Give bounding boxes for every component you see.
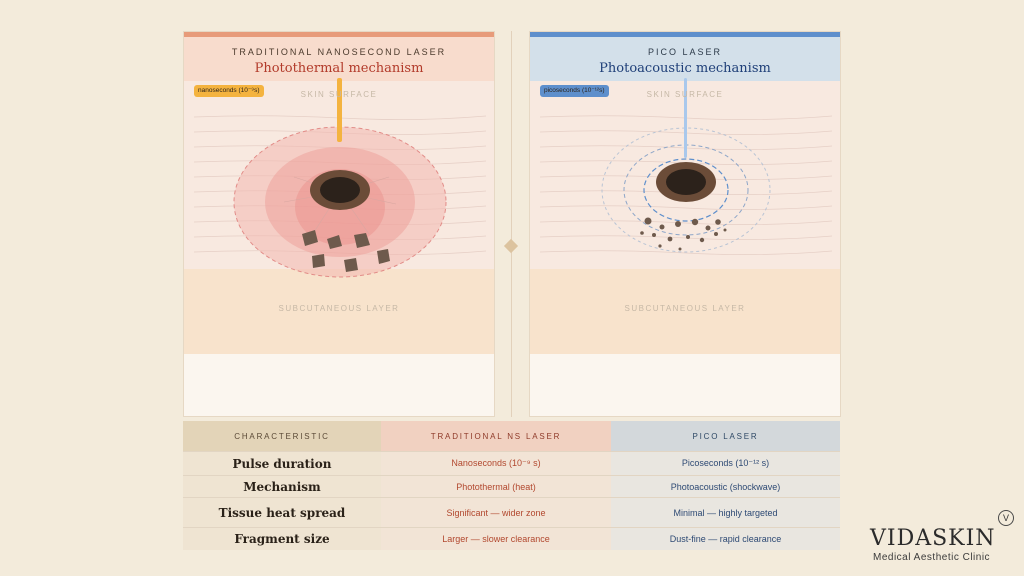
pico-cell: Picoseconds (10⁻¹² s) (611, 451, 840, 476)
panel-header: TRADITIONAL NANOSECOND LASER Phototherma… (184, 37, 494, 81)
subcutaneous-layer (530, 269, 840, 354)
photoacoustic-diagram (539, 78, 833, 255)
skin-surface-label: SKIN SURFACE (646, 90, 724, 99)
skin-surface-label: SKIN SURFACE (300, 90, 378, 99)
divider-diamond-icon (503, 238, 519, 254)
ns-cell: Significant — wider zone (381, 497, 611, 528)
ns-cell: Nanoseconds (10⁻⁹ s) (381, 451, 611, 476)
row-label: Tissue heat spread (183, 497, 381, 528)
subcutaneous-label: SUBCUTANEOUS LAYER (278, 304, 400, 313)
panel-title: Photothermal mechanism (254, 61, 424, 76)
ns-cell: Photothermal (heat) (381, 475, 611, 498)
panel-kicker: PICO LASER (647, 47, 723, 57)
pico-cell: Minimal — highly targeted (611, 497, 840, 528)
panel-header: PICO LASER Photoacoustic mechanism (530, 37, 840, 81)
header-ns-laser: TRADITIONAL NS LASER (381, 421, 611, 452)
pulse-duration-tag: nanoseconds (10⁻⁹s) (194, 85, 264, 97)
comparison-table: CHARACTERISTIC TRADITIONAL NS LASER PICO… (183, 421, 840, 550)
large-fragments (302, 230, 390, 272)
ns-cell: Larger — slower clearance (381, 527, 611, 550)
header-characteristic: CHARACTERISTIC (183, 421, 381, 452)
laser-beam (337, 78, 342, 142)
panel-title: Photoacoustic mechanism (599, 61, 771, 76)
header-pico-laser: PICO LASER (611, 421, 840, 452)
row-label: Pulse duration (183, 451, 381, 476)
row-label: Mechanism (183, 475, 381, 498)
nanosecond-laser-panel: TRADITIONAL NANOSECOND LASER Phototherma… (183, 31, 495, 417)
table-row: Fragment size Larger — slower clearance … (183, 527, 840, 550)
pico-laser-panel: PICO LASER Photoacoustic mechanism (529, 31, 841, 417)
table-header-row: CHARACTERISTIC TRADITIONAL NS LASER PICO… (183, 421, 840, 452)
photothermal-diagram (193, 78, 487, 278)
pulse-duration-tag: picoseconds (10⁻¹²s) (540, 85, 609, 97)
panel-accent-bar (184, 32, 494, 37)
subcutaneous-label: SUBCUTANEOUS LAYER (624, 304, 746, 313)
panel-accent-bar (530, 32, 840, 37)
panel-divider (511, 31, 512, 417)
table-row: Mechanism Photothermal (heat) Photoacous… (183, 475, 840, 498)
pico-cell: Dust-fine — rapid clearance (611, 527, 840, 550)
shockwave-rings (601, 127, 771, 253)
panel-kicker: TRADITIONAL NANOSECOND LASER (231, 47, 447, 57)
pico-cell: Photoacoustic (shockwave) (611, 475, 840, 498)
laser-beam (684, 78, 687, 158)
table-row: Tissue heat spread Significant — wider z… (183, 497, 840, 528)
table-row: Pulse duration Nanoseconds (10⁻⁹ s) Pico… (183, 451, 840, 476)
subcutaneous-layer (184, 269, 494, 354)
brand-mark-icon: V (998, 510, 1014, 526)
dust-fragments (640, 217, 727, 251)
brand-logo: VIDASKIN (870, 526, 996, 551)
brand-tagline: Medical Aesthetic Clinic (873, 552, 991, 563)
row-label: Fragment size (183, 527, 381, 550)
